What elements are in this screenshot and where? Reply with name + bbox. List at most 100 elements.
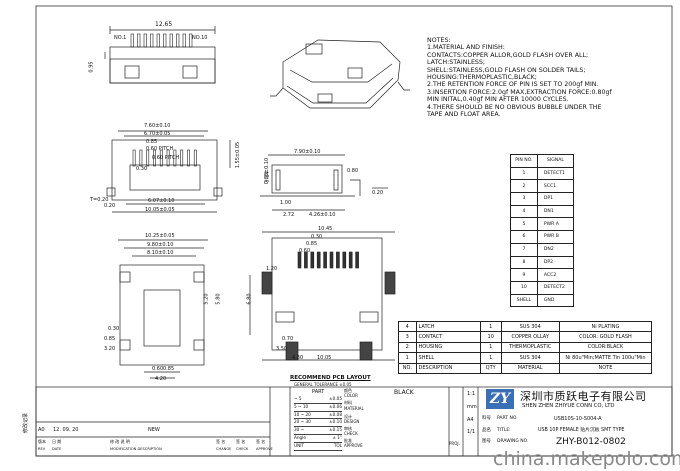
pin-table-header: SIGNAL [536, 154, 575, 168]
bom-cell: DESCRIPTION [415, 362, 481, 374]
pin-mark [137, 33, 141, 48]
bom-cell: Ni PLATING [558, 320, 653, 333]
side-dim-5: 1.00 [280, 200, 292, 206]
material-label-cn: 材料 [344, 400, 352, 405]
tolerance-cell: ~ 5 [294, 396, 302, 401]
part-label: PART [312, 389, 325, 395]
bottom-dim-4: 0.60 PITCH [146, 146, 174, 152]
pin-signal: DETECT2 [536, 280, 575, 295]
front-dim-6: 0.30 [108, 326, 120, 332]
top-pin10-label: NO.10 [192, 35, 208, 41]
tolerance-cell: ±0.08 [329, 411, 342, 417]
front-dim-9: 0.60 [152, 366, 164, 372]
title-label: TITLE: [497, 428, 511, 433]
pin-number: 1 [510, 166, 538, 181]
tolerance-cell: ± 1° [332, 434, 342, 440]
tolerance-cell: TOL [333, 442, 342, 448]
title-value: USB 10P FEMALE 贴片沉板 SMT TYPE [538, 428, 625, 433]
revision-side-label: 修改记录 [23, 412, 30, 434]
pin-number: 5 [510, 217, 538, 232]
bom-cell: LATCH [415, 320, 481, 333]
scale-value: 1:1 [467, 391, 476, 397]
bom-cell: COPPER OLLAY [500, 331, 560, 343]
notes-line: TAPE AND FLOAT AREA. [427, 111, 501, 119]
tolerance-cell: ±0.05 [329, 396, 342, 401]
front-dim-10: 0.85 [163, 366, 175, 372]
bom-cell: Ni 80u"Min;MATTE Tin 100u"Min [558, 352, 653, 364]
pin-signal: DP2 [536, 255, 575, 270]
pin-mark [342, 251, 347, 269]
pin-signal: DN2 [536, 242, 575, 257]
part-no-value: USB10S-10-S004-A [554, 416, 602, 422]
revision-header: 修 改 说 明 [110, 439, 130, 444]
revision-header-en: CHECK [236, 447, 249, 451]
top-view-pins [130, 33, 193, 48]
notes-line: CONTACTS:COPPER ALLOR,GOLD FLASH OVER AL… [427, 51, 589, 59]
design-label: DESIGN [344, 419, 360, 424]
bom-cell: NOTE [558, 362, 653, 374]
pin-mark [139, 149, 143, 167]
bottom-dim-2: 6.70±0.05 [144, 131, 171, 137]
title-label-cn: 品名 [482, 428, 491, 433]
revision-rev: A0 [38, 427, 45, 433]
size-value: A4 [467, 417, 474, 423]
pin-number: 3 [510, 192, 538, 206]
bottom-dim-3: 0.85 [146, 139, 158, 145]
pin-mark [182, 33, 186, 48]
bottom-dim-10: 10.05±0.05 [145, 207, 175, 213]
notes-line: 4.THERE SHOULD BE NO OBVIOUS BUBBLE UNDE… [427, 103, 602, 111]
proj-label: PROJ. [449, 441, 460, 446]
pin-mark [348, 251, 353, 269]
pin-mark [304, 251, 308, 269]
tolerance-row: ~ 5 ±0.05 [294, 396, 342, 404]
bom-cell: 4 [398, 320, 417, 333]
pin-number: 4 [510, 204, 538, 219]
pin-mark [323, 251, 327, 269]
approve-label-cn: 批准 [344, 438, 352, 443]
front-dim-11: 4.20 [155, 376, 167, 382]
color-label-cn: 颜色 [344, 388, 352, 393]
side-dim-6: 2.72 [283, 212, 295, 218]
tolerance-cell: ±0.06 [329, 403, 342, 409]
notes-line: HOUSING:THERMOPLASTIC,BLACK; [427, 74, 537, 82]
bom-cell: COLOR:BLACK [558, 341, 653, 354]
revision-desc: NEW [148, 427, 160, 433]
color-label: COLOR [344, 393, 358, 398]
design-label-cn: 设计 [344, 414, 352, 419]
bom-cell: COLOR: GOLD FLASH [558, 331, 653, 343]
pin-number: 6 [510, 230, 538, 244]
title-block-frame [35, 386, 673, 457]
tolerance-cell: UNIT [294, 442, 304, 448]
pin-mark [153, 149, 156, 167]
side-dim-4: 3.14 [264, 171, 271, 183]
pin-number: 2 [510, 179, 538, 194]
bottom-view-pins [132, 149, 197, 167]
revision-header-en: APPROVE [256, 447, 273, 451]
pin-number: SHELL [510, 293, 538, 308]
front-dim-7: 0.85 [104, 336, 116, 342]
top-side-dim: 0.95 [88, 61, 95, 73]
tolerance-row: Angle± 1° [294, 435, 342, 443]
approve-label: APPROVE [344, 443, 363, 448]
front-view [118, 239, 208, 379]
company-name-cn: 深圳市质跃电子有限公司 [520, 390, 647, 403]
pcb-dim-7: 3.50 [276, 346, 288, 352]
pin-mark [130, 33, 134, 48]
bom-cell: 2 [398, 341, 417, 354]
pcb-layout-pads [297, 251, 359, 269]
side-dim-8: 0.20 [372, 190, 384, 196]
tolerance-cell: 10 ~ 20 [294, 411, 311, 417]
top-overall-dim: 12.65 [155, 21, 173, 28]
part-no-label: PART NO. [497, 416, 518, 421]
